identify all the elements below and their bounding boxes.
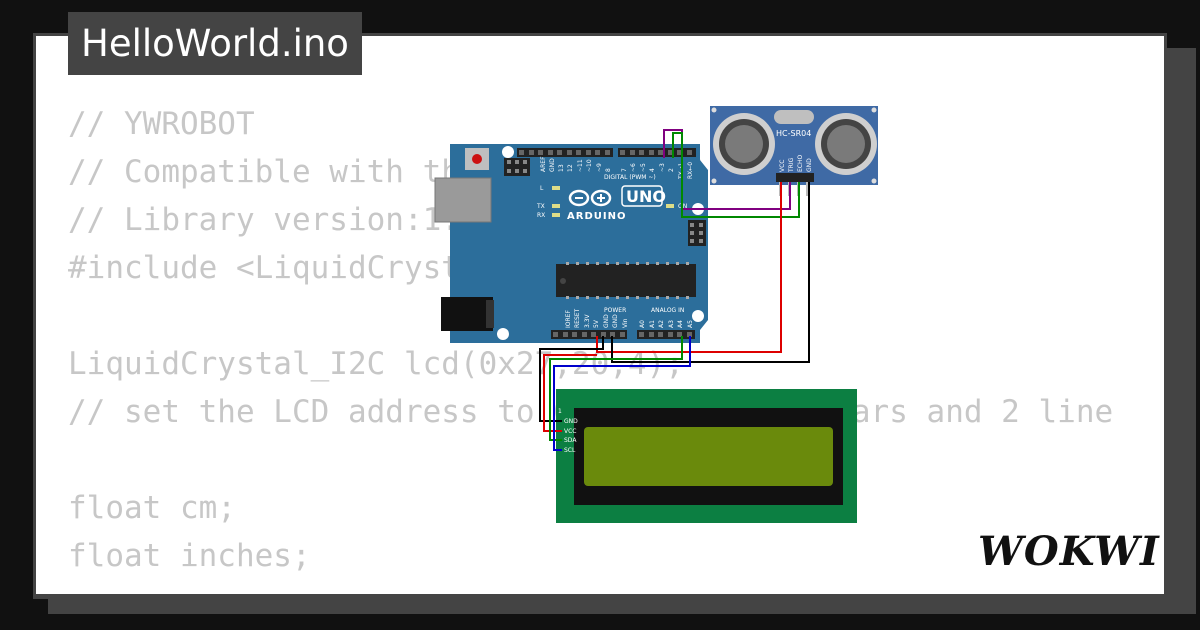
pin-label: 13 bbox=[558, 164, 565, 172]
lcd-pin-label: VCC bbox=[564, 428, 576, 435]
pin-label-gnd: GND bbox=[549, 158, 556, 172]
pin-label: ~11 bbox=[577, 159, 584, 172]
reset-button-cap bbox=[472, 154, 482, 164]
code-line: float cm; bbox=[68, 490, 236, 526]
lcd-screen bbox=[584, 427, 833, 486]
power-header bbox=[551, 330, 627, 339]
pin-label: A1 bbox=[649, 320, 656, 328]
pin-label: ~3 bbox=[659, 163, 666, 172]
lcd-pin-label: SCL bbox=[564, 447, 576, 454]
usb-port bbox=[434, 177, 492, 223]
sensor-pin-label: VCC bbox=[779, 160, 786, 172]
wire-sensor-gnd bbox=[611, 182, 810, 363]
led-label-rx: RX bbox=[537, 212, 545, 219]
mount-hole bbox=[692, 310, 704, 322]
pin-label: GND bbox=[603, 314, 610, 328]
sensor-pin-label: ECHO bbox=[797, 155, 804, 172]
arduino-logo bbox=[568, 189, 612, 207]
pin-label: 7 bbox=[621, 168, 628, 172]
code-line: float inches; bbox=[68, 538, 311, 574]
pin-label: 8 bbox=[605, 168, 612, 172]
power-jack bbox=[441, 297, 493, 331]
pin-label: A4 bbox=[677, 320, 684, 328]
wokwi-logo[interactable]: WOKWI bbox=[978, 528, 1160, 575]
analog-header bbox=[637, 330, 695, 339]
wires bbox=[539, 129, 810, 451]
pin-label: GND bbox=[612, 314, 619, 328]
pin-label: 5V bbox=[593, 319, 600, 328]
led-label-tx: TX bbox=[536, 203, 545, 210]
wire-lcd-gnd bbox=[539, 336, 604, 422]
wire-echo bbox=[672, 132, 800, 218]
wire-lcd-scl bbox=[553, 336, 691, 451]
file-title: HelloWorld.ino bbox=[68, 12, 362, 75]
model-label: UNO bbox=[626, 187, 666, 206]
pin-label: A0 bbox=[639, 320, 646, 328]
digital-label: DIGITAL (PWM ~) bbox=[604, 174, 656, 181]
pin-label: Vin bbox=[622, 318, 629, 328]
hc-sr04-sensor: HC-SR04 VCC TRIG ECHO GND bbox=[710, 106, 878, 196]
pin-label: 3.3V bbox=[584, 313, 591, 328]
svg-text:1: 1 bbox=[558, 408, 562, 415]
microcontroller-chip bbox=[556, 264, 696, 297]
lcd-pin-label: GND bbox=[564, 418, 578, 425]
pin-label: 4 bbox=[649, 168, 656, 172]
model-box bbox=[621, 185, 663, 207]
pin-label-aref: AREF bbox=[540, 156, 547, 172]
mount-hole bbox=[502, 146, 514, 158]
sensor-pin-label: GND bbox=[806, 158, 813, 172]
code-line: // YWROBOT bbox=[68, 106, 255, 142]
pin-label: RESET bbox=[574, 308, 581, 328]
pin-label: 12 bbox=[567, 164, 574, 172]
pin-label: A3 bbox=[668, 320, 675, 328]
pin-label: IOREF bbox=[565, 310, 572, 328]
arduino-uno: AREF GND 13 12 ~11 ~10 ~9 8 7 ~6 ~5 4 ~3… bbox=[434, 144, 708, 343]
brand-label: ARDUINO bbox=[567, 211, 626, 222]
pin-label: ~10 bbox=[586, 159, 593, 172]
lcd-pin-label: SDA bbox=[564, 437, 577, 444]
pin-label: ~5 bbox=[640, 163, 647, 172]
sensor-pin-label: TRIG bbox=[788, 157, 795, 173]
analog-label: ANALOG IN bbox=[651, 307, 684, 314]
pin-label: A2 bbox=[658, 320, 665, 328]
power-label: POWER bbox=[604, 307, 626, 314]
mount-hole bbox=[497, 328, 509, 340]
crystal bbox=[774, 110, 814, 124]
pin-label: A5 bbox=[687, 320, 694, 328]
pin-label: ~6 bbox=[630, 163, 637, 172]
pin-label: ~9 bbox=[596, 163, 603, 172]
digital-header-left bbox=[517, 148, 613, 157]
sensor-model: HC-SR04 bbox=[776, 129, 811, 138]
pin-label: RX←0 bbox=[687, 162, 694, 179]
lcd-1602: 1 GND VCC SDA SCL bbox=[556, 389, 857, 523]
led-label-l: L bbox=[540, 185, 544, 192]
digital-header-right bbox=[618, 148, 696, 157]
pin-label: 2 bbox=[668, 168, 675, 172]
